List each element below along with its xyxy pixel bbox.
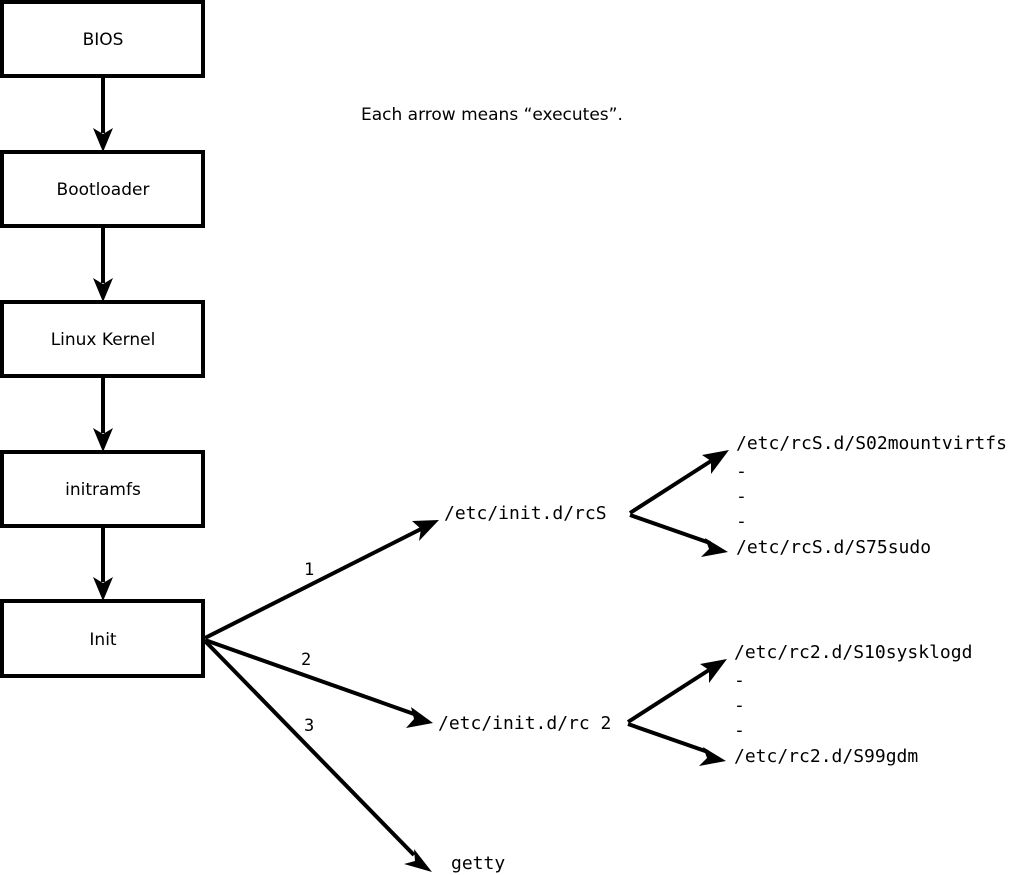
edge-label-1: 1 <box>304 560 314 580</box>
arrow-head-icon <box>93 428 113 452</box>
node-etc-init-d-rc2-label[interactable]: /etc/init.d/rc 2 <box>438 713 611 734</box>
arrow-head-icon <box>93 128 113 152</box>
script-rc2-ellipsis-dash: - <box>734 720 745 741</box>
arrow-kernel-to-initramfs <box>93 376 113 452</box>
node-init[interactable]: Init <box>0 599 205 678</box>
node-linux-kernel-label: Linux Kernel <box>51 330 156 350</box>
script-rc2-first-label[interactable]: /etc/rc2.d/S10sysklogd <box>734 642 972 663</box>
arrow-head-icon <box>93 278 113 302</box>
arrow-head-icon <box>699 747 726 766</box>
edge-init-to-rcs: 1 <box>204 520 439 640</box>
arrow-bios-to-bootloader <box>93 76 113 152</box>
arrow-bootloader-to-kernel <box>93 226 113 302</box>
script-rcs-ellipsis-dash: - <box>736 511 747 532</box>
script-rcs-last-label[interactable]: /etc/rcS.d/S75sudo <box>736 537 931 558</box>
arrow-head-icon <box>412 520 439 541</box>
edge-init-to-getty: 3 <box>203 639 432 872</box>
edge-rc2-to-first-script <box>626 659 727 724</box>
node-bios-box[interactable] <box>0 0 205 78</box>
edge-label-3: 3 <box>304 716 314 736</box>
node-initramfs[interactable]: initramfs <box>0 450 205 528</box>
node-bios-label: BIOS <box>83 30 124 50</box>
edge-rc2-to-last-script <box>627 722 726 766</box>
node-init-box[interactable] <box>0 599 205 678</box>
arrow-head-icon <box>404 849 432 872</box>
script-rc2-last-label[interactable]: /etc/rc2.d/S99gdm <box>734 746 918 767</box>
arrow-head-icon <box>700 659 727 683</box>
arrow-initramfs-to-init <box>93 526 113 601</box>
node-linux-kernel[interactable]: Linux Kernel <box>0 300 205 378</box>
edge-label-2: 2 <box>301 650 311 670</box>
script-rc2-ellipsis-dash: - <box>734 695 745 716</box>
arrow-head-icon <box>701 538 728 557</box>
script-rcs-ellipsis-dash: - <box>736 486 747 507</box>
script-rcs-ellipsis-dash: - <box>736 461 747 482</box>
arrow-head-icon <box>406 707 433 728</box>
edge-init-to-rc2: 2 <box>204 638 433 728</box>
caption-each-arrow-means-executes: Each arrow means “executes”. <box>361 105 623 125</box>
arrow-head-icon <box>93 577 113 601</box>
node-bootloader[interactable]: Bootloader <box>0 150 205 228</box>
node-bootloader-label: Bootloader <box>57 180 150 200</box>
script-rc2-ellipsis-dash: - <box>734 670 745 691</box>
script-rcs-first-label[interactable]: /etc/rcS.d/S02mountvirtfs <box>736 433 1007 454</box>
edge-rcs-to-last-script <box>629 513 728 557</box>
arrow-head-icon <box>702 450 729 474</box>
node-initramfs-label: initramfs <box>65 480 141 500</box>
node-init-label: Init <box>89 630 117 650</box>
node-bios[interactable]: BIOS <box>0 0 205 78</box>
node-getty-label[interactable]: getty <box>451 853 505 874</box>
edge-rcs-to-first-script <box>628 450 729 515</box>
node-etc-init-d-rcs-label[interactable]: /etc/init.d/rcS <box>444 503 607 524</box>
node-initramfs-box[interactable] <box>0 450 205 528</box>
